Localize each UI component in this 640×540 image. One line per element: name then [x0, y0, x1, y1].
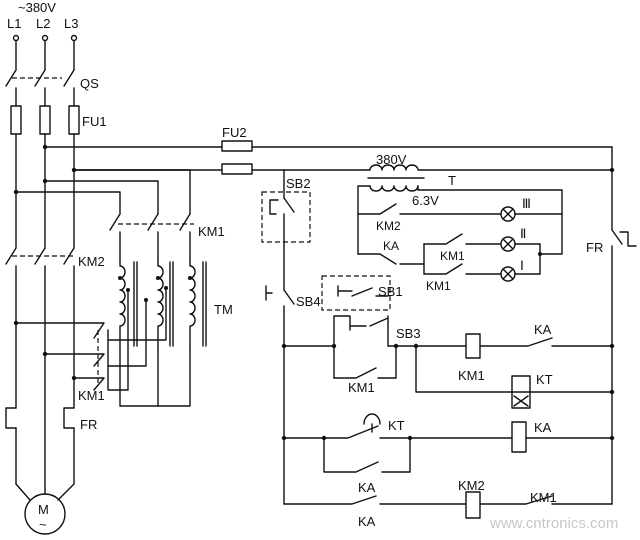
km1-coil-label: KM1 — [458, 368, 485, 383]
sb2-stop-button: SB2 — [261, 169, 311, 291]
sb3-label: SB3 — [396, 326, 421, 341]
tm-label: TM — [214, 302, 233, 317]
lamp-voltage-label: 6.3V — [412, 193, 439, 208]
tap-wiring — [15, 286, 168, 391]
supply-voltage-label: ~380V — [18, 0, 56, 15]
lamp-3-label: Ⅲ — [522, 196, 531, 211]
fu2-fuses: FU2 — [44, 125, 613, 175]
watermark: www.cntronics.com — [489, 515, 618, 532]
ka-holding-label: KA — [358, 480, 376, 495]
rung-km2-coil: KA KM2 KM1 — [283, 478, 613, 529]
fu1-label: FU1 — [82, 114, 107, 129]
ctrl-voltage-label: 380V — [376, 152, 407, 167]
indicator-lamps: KM2 Ⅲ KA KM1 Ⅱ KM1 Ⅰ — [357, 196, 563, 293]
km1-autotransformer-feed: KM1 — [15, 169, 225, 259]
qs-label: QS — [80, 76, 99, 91]
phase-label-l1: L1 — [7, 16, 21, 31]
sb4-sb1-buttons: SB4 SB1 — [265, 275, 403, 347]
fr-overload-contact: FR — [586, 146, 637, 505]
ka-nc-label: KA — [534, 322, 552, 337]
main-circuit-lines — [5, 40, 80, 501]
fu2-label: FU2 — [222, 125, 247, 140]
phase-label-l3: L3 — [64, 16, 78, 31]
phase-label-l2: L2 — [36, 16, 50, 31]
t-label: T — [448, 173, 456, 188]
km1-label-top: KM1 — [198, 224, 225, 239]
lamp-2-label: Ⅱ — [520, 226, 526, 241]
autotransformer-tm: TM — [118, 257, 233, 407]
km2-lamp-contact-label: KM2 — [376, 219, 401, 233]
kt-coil-label: KT — [536, 372, 553, 387]
motor-ac-symbol: ~ — [39, 517, 47, 532]
km1-lamp-contact-label-a: KM1 — [440, 249, 465, 263]
rung-kt-coil: KT — [415, 345, 613, 409]
km2-main-label: KM2 — [78, 254, 105, 269]
kt-contact-label: KT — [388, 418, 405, 433]
fr-contact-label: FR — [586, 240, 603, 255]
sb2-label: SB2 — [286, 176, 311, 191]
supply-terminals: ~380V L1 L2 L3 — [7, 0, 78, 42]
km2-coil-label: KM2 — [458, 478, 485, 493]
rung-km1-coil: KM1 SB3 KM1 KA — [283, 315, 613, 395]
junctions-control — [281, 167, 615, 441]
motor-label: M — [38, 502, 49, 517]
ka-lamp-contact-label: KA — [383, 239, 399, 253]
motor: M ~ — [24, 493, 66, 535]
km1-lamp-contact-label-b: KM1 — [426, 279, 451, 293]
km1-holding-label: KM1 — [348, 380, 375, 395]
fr-heater-label: FR — [80, 417, 97, 432]
ka-coil-label: KA — [534, 420, 552, 435]
km1-interlock-label: KM1 — [530, 490, 557, 505]
ka-start-label: KA — [358, 514, 376, 529]
sb1-label: SB1 — [378, 284, 403, 299]
km1-star-label: KM1 — [78, 388, 105, 403]
rung-ka-coil: KT KA KA — [283, 345, 613, 505]
sb4-label: SB4 — [296, 294, 321, 309]
control-transformer-t: 380V T 6.3V — [357, 152, 613, 255]
lamp-1-label: Ⅰ — [520, 258, 524, 273]
